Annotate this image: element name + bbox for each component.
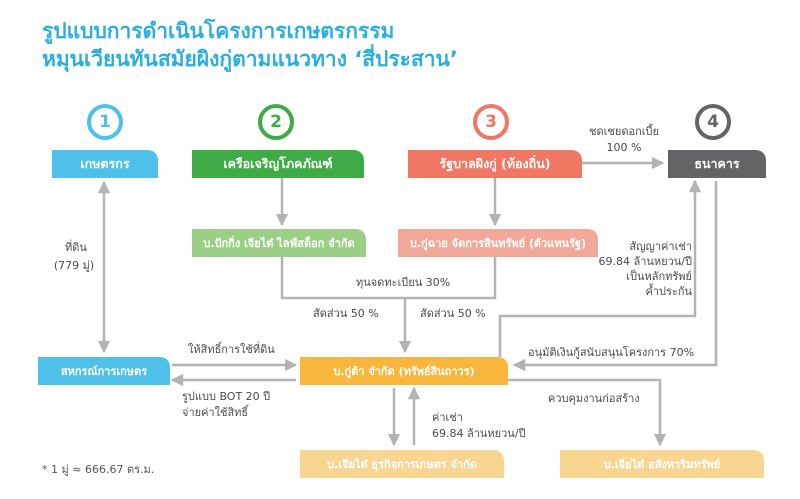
box-chia-tai-business: บ.เจียไต๋ ธุรกิจการเกษตร จำกัด xyxy=(300,450,504,478)
page-title-line-2: หมุนเวียนทันสมัยผิงกู่ตามแนวทาง ‘สี่ประส… xyxy=(42,47,458,71)
label-lease-contract-4: ค้ำประกัน xyxy=(645,285,692,298)
box-chia-tai-realestate: บ.เจียไต๋ อสังหาริมทรัพย์ xyxy=(560,450,764,478)
label-rent-amount: 69.84 ล้านหยวน/ปี xyxy=(432,427,526,440)
box-gov-subsidiary: บ.กู่ฉาย จัดการสินทรัพย์ (ตัวแทนรัฐ) xyxy=(398,229,598,257)
box-bank: ธนาคาร xyxy=(668,150,766,178)
label-land: ที่ดิน xyxy=(65,241,87,254)
box-conglomerate: เครือเจริญโภคภัณฑ์ xyxy=(192,150,364,178)
label-share-right: สัดส่วน 50 % xyxy=(420,307,486,320)
footnote: * 1 มู่ ≈ 666.67 ตร.ม. xyxy=(42,463,155,476)
label-share-left: สัดส่วน 50 % xyxy=(313,307,379,320)
arrow-gute-to-realestate xyxy=(496,378,667,447)
label-registered-capital: ทุนจดทะเบียน 30% xyxy=(356,276,451,289)
step-number-1: 1 xyxy=(87,104,123,140)
step-number-4: 4 xyxy=(695,104,731,140)
box-government: รัฐบาลผิงกู่ (ท้องถิ่น) xyxy=(408,150,582,178)
label-land-rights: ให้สิทธิ์การใช้ที่ดิน xyxy=(188,343,275,356)
label-lease-contract-2: 69.84 ล้านหยวน/ปี xyxy=(598,255,692,268)
step-number-3: 3 xyxy=(473,104,509,140)
label-pay-usage-fee: จ่ายค่าใช้สิทธิ์ xyxy=(182,406,249,419)
page-title-line-1: รูปแบบการดำเนินโครงการเกษตรกรรม xyxy=(42,19,395,43)
label-land-area: (779 มู่) xyxy=(53,259,95,272)
box-farmers: เกษตรกร xyxy=(52,150,158,178)
label-subsidy-percent: 100 % xyxy=(606,141,642,154)
arrow-bank-to-gute xyxy=(512,181,718,372)
label-rent: ค่าเช่า xyxy=(432,411,463,424)
label-bot-model: รูปแบบ BOT 20 ปี xyxy=(182,390,271,403)
step-number-2: 2 xyxy=(258,104,294,140)
arrow-gute-to-bank xyxy=(498,179,702,357)
label-subsidy: ชดเชยดอกเบี้ย xyxy=(589,125,659,138)
box-gute-company: บ.กู่ต้า จำกัด (ทรัพย์สินถาวร) xyxy=(300,357,508,385)
arrow-subs-to-gute xyxy=(280,257,497,300)
box-cp-subsidiary: บ.ปักกิ่ง เจียไต๋ ไลฟ์สต็อก จำกัด xyxy=(192,229,366,257)
label-lease-contract-1: สัญญาค่าเช่า xyxy=(629,240,692,253)
label-construction-control: ควบคุมงานก่อสร้าง xyxy=(548,392,640,405)
label-lease-contract-3: เป็นหลักทรัพย์ xyxy=(626,270,692,283)
box-cooperative: สหกรณ์การเกษตร xyxy=(38,357,170,385)
label-loan-approval: อนุมัติเงินกู้สนับสนุนโครงการ 70% xyxy=(528,346,695,359)
